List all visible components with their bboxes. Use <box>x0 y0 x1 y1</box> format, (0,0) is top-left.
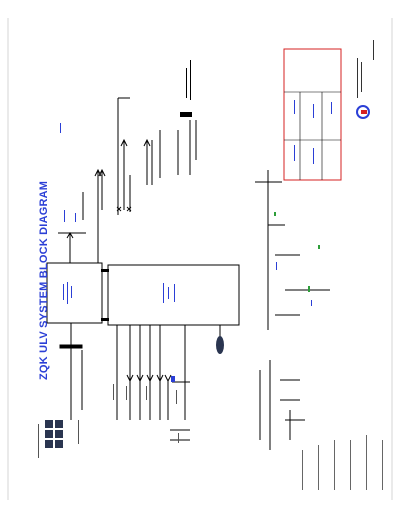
title-block-grid <box>284 91 341 180</box>
upper-left-branch <box>58 168 106 263</box>
power-section <box>255 170 330 450</box>
title-block-frame <box>283 48 342 181</box>
upper-middle-branch <box>117 97 197 215</box>
x-markers <box>116 206 132 212</box>
diagram-title: ZQK ULV SYSTEM BLOCK DIAGRAM <box>38 180 50 380</box>
cpu-block <box>46 262 103 324</box>
company-logo <box>356 105 370 119</box>
audio-codec-marker <box>171 376 175 382</box>
memory-bus <box>59 323 83 420</box>
power-blue-marks <box>276 262 312 306</box>
revision-notes-marks <box>302 435 383 490</box>
lower-branch-labels <box>113 384 179 443</box>
cpu-chipset-bus-bottom <box>101 318 109 321</box>
power-green-marks <box>274 212 320 292</box>
chipset-block-labels <box>163 283 175 303</box>
upper-middle-marks <box>180 60 192 117</box>
cpu-block-labels <box>63 282 72 304</box>
title-block-entries <box>294 100 332 164</box>
cpu-chipset-bus-top <box>101 269 109 272</box>
connector-oval <box>216 336 224 354</box>
chipset-block <box>107 264 240 326</box>
company-text-marks <box>357 40 374 98</box>
lower-branches <box>116 325 190 441</box>
upper-left-labels <box>60 123 76 222</box>
memory-modules <box>45 420 63 448</box>
diagram-title-wrapper: ZQK ULV SYSTEM BLOCK DIAGRAM <box>34 181 52 380</box>
memory-labels <box>38 420 79 458</box>
page-border-ticks <box>7 18 393 500</box>
